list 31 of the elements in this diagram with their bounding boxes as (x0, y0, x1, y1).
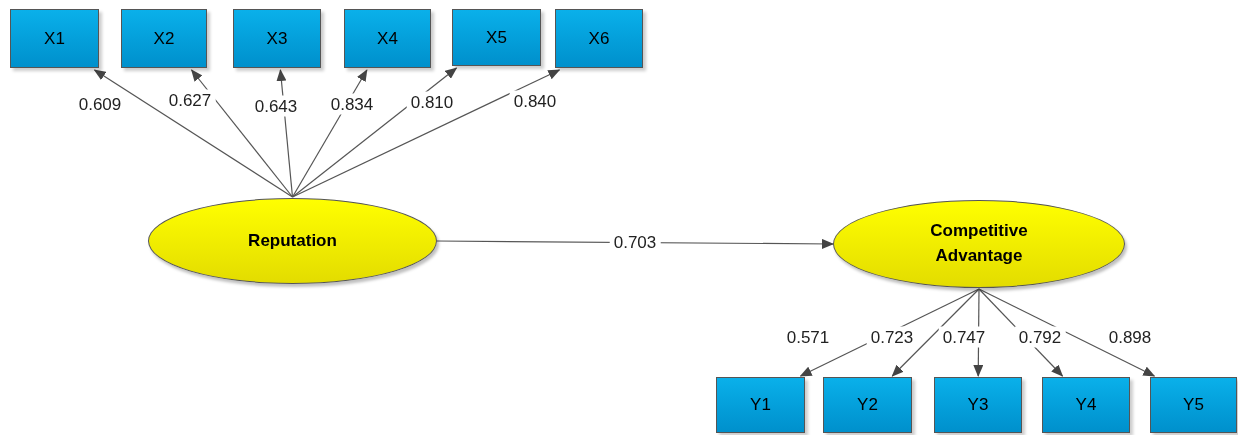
arrow (291, 69, 561, 198)
indicator-box (233, 9, 321, 68)
arrow (978, 288, 1156, 377)
construct-name: Competitive Advantage (929, 220, 1029, 267)
arrow (191, 69, 294, 198)
arrow (93, 69, 294, 198)
indicator-name: X2 (153, 27, 175, 50)
indicator-box (1042, 377, 1130, 433)
indicator-box (555, 9, 643, 68)
indicator-name: Y3 (967, 394, 989, 417)
indicator-name: X5 (486, 26, 507, 49)
indicator-box (452, 9, 541, 66)
indicator-box (716, 377, 805, 433)
arrow (891, 288, 980, 377)
indicator-name: Y5 (1183, 394, 1204, 417)
indicator-box (121, 9, 207, 68)
indicator-name: X3 (266, 27, 288, 50)
indicator-name: Y4 (1075, 394, 1097, 417)
indicator-box (10, 9, 99, 68)
indicator-box (344, 9, 431, 68)
indicator-name: X1 (44, 27, 65, 50)
indicator-name: X6 (588, 27, 610, 50)
arrow (291, 67, 458, 198)
indicator-box (934, 377, 1022, 433)
indicator-box (1150, 377, 1237, 433)
indicator-name: Y1 (750, 394, 771, 417)
indicator-box (823, 377, 912, 433)
edge-label: 0.792 (1014, 326, 1066, 348)
construct-name: Reputation (247, 229, 338, 252)
indicator-name: Y2 (857, 394, 878, 417)
indicator-name: X4 (377, 27, 398, 50)
